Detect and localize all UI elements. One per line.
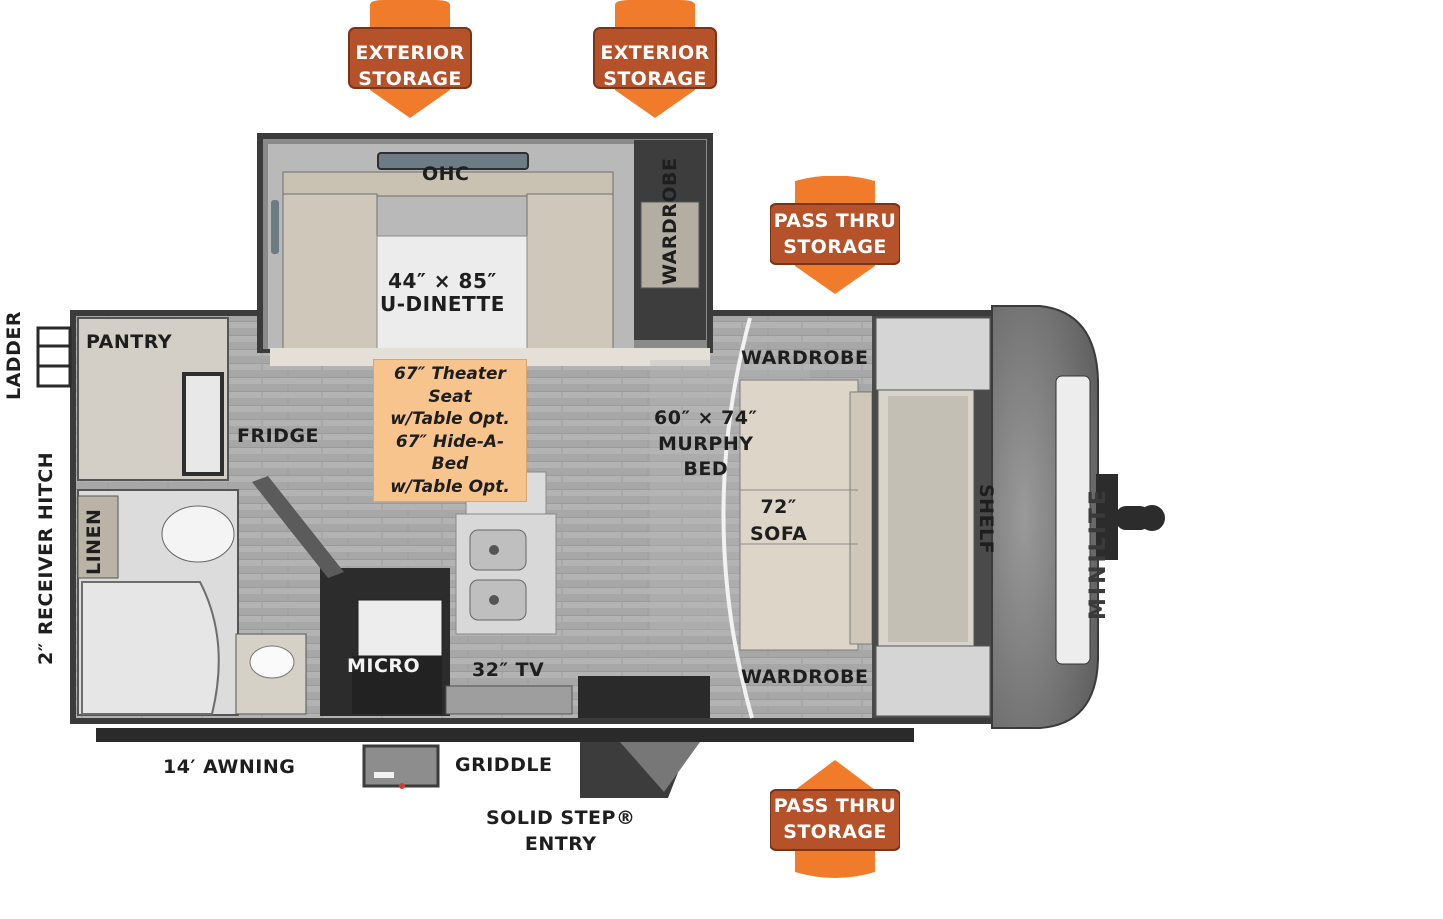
badge-text-line1: PASS THRU bbox=[773, 210, 897, 232]
entry-line2: ENTRY bbox=[524, 832, 597, 855]
badge-text-line1: PASS THRU bbox=[773, 795, 897, 817]
badge-text-line2: STORAGE bbox=[783, 821, 887, 843]
sofa-size: 72″ bbox=[760, 496, 797, 518]
entry-step bbox=[580, 742, 700, 798]
entry-label: SOLID STEP® ENTRY bbox=[486, 807, 636, 856]
bathroom bbox=[77, 489, 307, 716]
shelf-label: SHELF bbox=[975, 484, 997, 555]
murphy-bed-label: 60″ × 74″ MURPHY BED bbox=[654, 406, 758, 483]
pass-thru-storage-badge-top: PASS THRU STORAGE bbox=[770, 176, 900, 296]
murphy-bed-word: BED bbox=[683, 458, 729, 481]
awning-rail bbox=[96, 728, 914, 742]
pantry-label: PANTRY bbox=[86, 331, 173, 353]
front-cap bbox=[991, 305, 1165, 729]
kitchen bbox=[252, 471, 573, 716]
ladder-label: LADDER bbox=[3, 311, 25, 400]
griddle-box bbox=[362, 744, 440, 789]
wardrobe-top-label: WARDROBE bbox=[741, 347, 869, 369]
note-line3: 67″ Hide-A-Bed bbox=[395, 431, 505, 475]
badge-text-line2: STORAGE bbox=[603, 68, 707, 90]
badge-text-line2: STORAGE bbox=[358, 68, 462, 90]
micro-label: MICRO bbox=[347, 655, 421, 677]
griddle-counter bbox=[578, 676, 710, 718]
badge-text-line1: EXTERIOR bbox=[600, 42, 710, 64]
dinette-name: U-DINETTE bbox=[380, 292, 505, 316]
ladder-graphic bbox=[36, 326, 72, 388]
seating-option-note: 67″ Theater Seat w/Table Opt. 67″ Hide-A… bbox=[373, 359, 527, 502]
receiver-hitch-label: 2″ RECEIVER HITCH bbox=[35, 451, 57, 665]
badge-text-line1: EXTERIOR bbox=[355, 42, 465, 64]
murphy-name: MURPHY bbox=[657, 432, 754, 455]
fridge-label: FRIDGE bbox=[237, 425, 320, 447]
pass-thru-storage-badge-bottom: PASS THRU STORAGE bbox=[770, 760, 900, 880]
slide-wardrobe-label: WARDROBE bbox=[659, 157, 681, 285]
linen-label: LINEN bbox=[83, 508, 105, 575]
exterior-storage-badge-2: EXTERIOR STORAGE bbox=[590, 0, 720, 120]
pantry-fridge-block bbox=[77, 317, 229, 481]
note-line2: w/Table Opt. bbox=[390, 409, 510, 429]
living-area bbox=[650, 317, 873, 719]
wardrobe-bottom-label: WARDROBE bbox=[741, 666, 869, 688]
note-line1: 67″ Theater Seat bbox=[394, 364, 506, 407]
entry-line1: SOLID STEP® bbox=[486, 807, 636, 829]
awning-label: 14′ AWNING bbox=[163, 756, 296, 778]
brand-logo: MINILITE bbox=[1086, 487, 1111, 620]
sofa-name: SOFA bbox=[750, 522, 808, 545]
murphy-size: 60″ × 74″ bbox=[654, 407, 758, 429]
griddle-label: GRIDDLE bbox=[455, 754, 553, 776]
dinette-size: 44″ × 85″ bbox=[388, 269, 497, 293]
front-area bbox=[872, 316, 992, 718]
dinette-label: 44″ × 85″ U-DINETTE bbox=[380, 270, 505, 316]
ohc-label: OHC bbox=[422, 163, 470, 185]
badge-text-line2: STORAGE bbox=[783, 236, 887, 258]
tv-label: 32″ TV bbox=[472, 659, 545, 681]
note-line4: w/Table Opt. bbox=[390, 476, 510, 497]
exterior-storage-badge-1: EXTERIOR STORAGE bbox=[345, 0, 475, 120]
sofa-label: 72″ SOFA bbox=[750, 494, 807, 547]
slide-out bbox=[257, 133, 713, 357]
